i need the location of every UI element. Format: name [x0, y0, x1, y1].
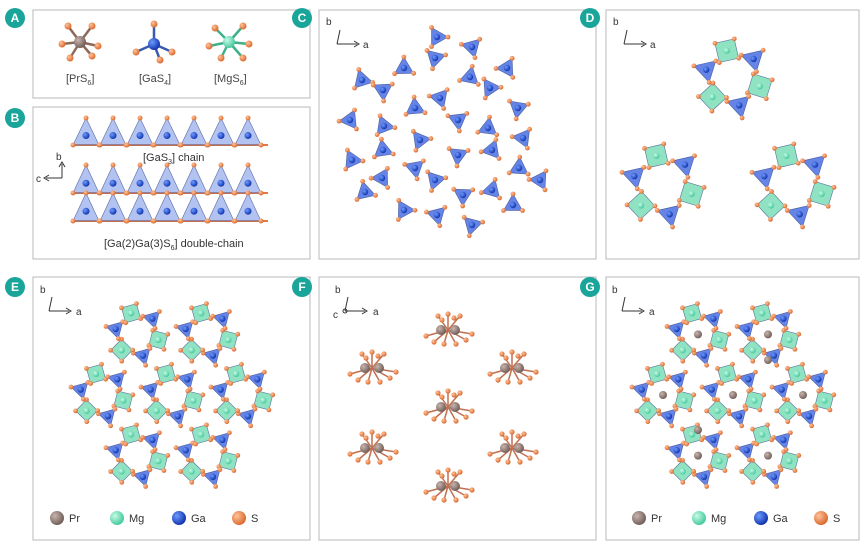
panel-d-frame	[605, 9, 860, 260]
svg-text:c: c	[36, 174, 41, 185]
panel-b-chains	[70, 115, 268, 224]
svg-text:C: C	[298, 11, 307, 25]
panel-f-frame	[318, 276, 597, 541]
svg-text:E: E	[11, 280, 19, 294]
prs6-label: [PrS6]	[66, 73, 94, 87]
panel-g-legend: Pr Mg Ga S	[632, 511, 840, 525]
svg-text:F: F	[298, 280, 305, 294]
gas4-label: [GaS4]	[139, 73, 171, 87]
panel-a-units	[58, 20, 253, 64]
panel-c-axes: b a	[326, 17, 369, 51]
legend-label-mg: Mg	[129, 513, 144, 525]
panel-e-axes: b a	[40, 285, 82, 318]
svg-text:b: b	[326, 17, 332, 28]
panel-g-axes: b a	[612, 285, 655, 318]
panel-c-frame	[318, 9, 597, 260]
panel-g-badge: G	[580, 277, 600, 297]
panel-e-legend: Pr Mg Ga S	[50, 511, 258, 525]
legend-label-ga: Ga	[191, 513, 207, 525]
gas3-chain-label: [GaS3] chain	[143, 152, 204, 166]
svg-text:a: a	[363, 40, 369, 51]
panel-b-badge: B	[5, 108, 25, 128]
svg-text:G: G	[585, 280, 594, 294]
panel-b-axes: b c	[36, 152, 66, 185]
legend-label-s: S	[251, 513, 258, 525]
legend-label-mg: Mg	[711, 513, 726, 525]
svg-text:a: a	[650, 40, 656, 51]
panel-f-clusters	[347, 311, 539, 503]
panel-g-frame	[605, 276, 860, 541]
legend-label-ga: Ga	[773, 513, 789, 525]
svg-text:a: a	[76, 307, 82, 318]
mgs6-label: [MgS6]	[214, 73, 247, 87]
panel-c-badge: C	[292, 8, 312, 28]
panel-b-frame	[32, 106, 311, 260]
panel-d-badge: D	[580, 8, 600, 28]
svg-text:c: c	[333, 310, 338, 321]
panel-f-axes: b a c	[333, 285, 379, 321]
panel-e-badge: E	[5, 277, 25, 297]
svg-text:A: A	[11, 11, 20, 25]
svg-text:a: a	[373, 307, 379, 318]
svg-text:B: B	[11, 111, 20, 125]
svg-text:a: a	[649, 307, 655, 318]
svg-text:b: b	[335, 285, 341, 296]
panel-d-axes: b a	[613, 17, 656, 51]
legend-label-pr: Pr	[651, 513, 662, 525]
panel-e-framework	[68, 301, 276, 489]
svg-text:b: b	[40, 285, 46, 296]
panel-a-badge: A	[5, 8, 25, 28]
legend-label-pr: Pr	[69, 513, 80, 525]
svg-text:b: b	[56, 152, 62, 163]
panel-e-frame	[32, 276, 311, 541]
svg-text:D: D	[586, 11, 595, 25]
panel-f-badge: F	[292, 277, 312, 297]
double-chain-label: [Ga(2)Ga(3)S6] double-chain	[104, 238, 244, 252]
panel-d-rings	[619, 36, 837, 230]
panel-c-tetrahedra	[336, 25, 549, 239]
panel-g-framework	[629, 301, 837, 489]
svg-text:b: b	[612, 285, 618, 296]
svg-text:b: b	[613, 17, 619, 28]
legend-label-s: S	[833, 513, 840, 525]
panel-a-frame	[32, 9, 311, 99]
